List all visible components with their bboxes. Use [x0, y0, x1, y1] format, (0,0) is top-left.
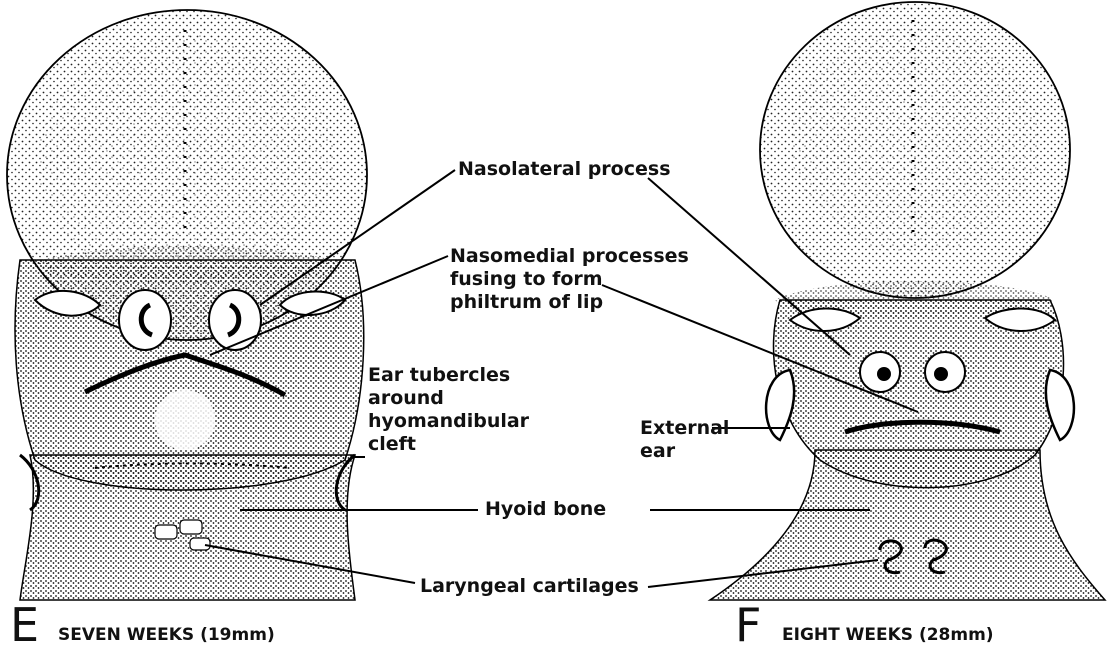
caption-eight-weeks: EIGHT WEEKS (28mm)	[782, 625, 994, 645]
label-laryngeal-cartilages: Laryngeal cartilages	[420, 575, 639, 597]
label-external-ear: External	[640, 417, 729, 439]
caption-letter-f: F	[735, 602, 761, 648]
label-nasomedial-processes: Nasomedial processes	[450, 245, 689, 267]
embryo-seven-weeks	[7, 10, 367, 600]
label-ear-cleft: cleft	[368, 433, 416, 455]
label-external-ear-2: ear	[640, 440, 675, 462]
caption-letter-e: E	[10, 602, 39, 648]
label-nasomedial-philtrum: philtrum of lip	[450, 291, 603, 313]
label-nasomedial-fusing: fusing to form	[450, 268, 603, 290]
label-ear-tubercles: Ear tubercles	[368, 364, 510, 386]
caption-seven-weeks: SEVEN WEEKS (19mm)	[58, 625, 275, 645]
label-hyoid-bone: Hyoid bone	[485, 498, 606, 520]
label-ear-around: around	[368, 387, 444, 409]
label-ear-hyomandibular: hyomandibular	[368, 410, 529, 432]
right-external-ear-left	[766, 370, 794, 440]
label-nasolateral-process: Nasolateral process	[458, 158, 671, 180]
